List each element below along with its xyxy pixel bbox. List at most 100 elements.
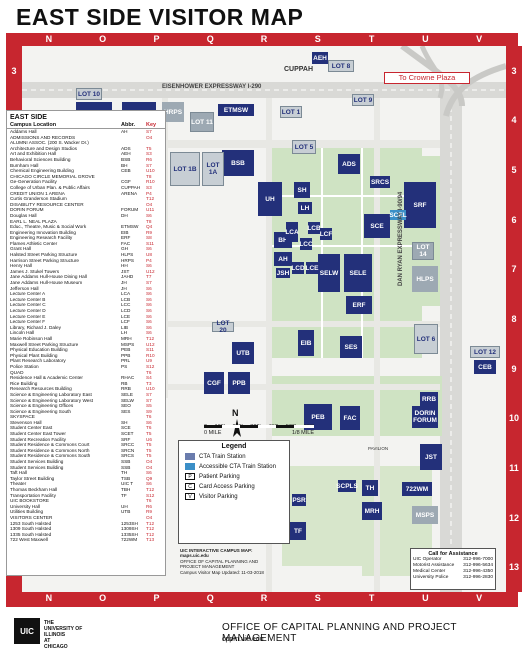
- building-jsh[interactable]: JSH: [276, 268, 290, 278]
- building-fac[interactable]: FAC: [340, 406, 360, 430]
- building-scel[interactable]: SCEL: [389, 210, 407, 220]
- lot-1a[interactable]: LOT 1A: [202, 152, 224, 186]
- building-sele[interactable]: SELE: [344, 254, 372, 292]
- office-url[interactable]: cppm.uic.edu: [222, 636, 264, 643]
- building-scpls[interactable]: SCPLS: [336, 480, 358, 492]
- index-row[interactable]: ALUMNI ASSOC. (200 S. Wacker Dr.): [7, 140, 165, 146]
- building-ses[interactable]: SES: [340, 336, 362, 358]
- building-srcs[interactable]: SRCS: [370, 176, 390, 188]
- lot-14[interactable]: LOT 14: [412, 242, 434, 260]
- crowne-plaza-callout[interactable]: To Crowne Plaza: [384, 72, 470, 84]
- building-sh[interactable]: SH: [294, 182, 310, 198]
- building-lh[interactable]: LH: [298, 202, 312, 214]
- building-srf[interactable]: SRF: [404, 182, 436, 228]
- building-selw[interactable]: SELW: [318, 254, 340, 292]
- building-aeh[interactable]: AEH: [312, 52, 328, 64]
- building-dorin-forum[interactable]: DORIN FORUM: [412, 406, 438, 428]
- building-etmsw[interactable]: ETMSW: [218, 104, 254, 116]
- building-lcc[interactable]: LCC: [299, 238, 313, 250]
- building-ads[interactable]: ADS: [338, 154, 360, 174]
- building-lcd[interactable]: LCD: [291, 262, 305, 274]
- building-ah[interactable]: AH: [274, 252, 292, 266]
- building-jst[interactable]: JST: [420, 444, 442, 470]
- building-hlps[interactable]: HLPS: [412, 266, 438, 292]
- lot-1[interactable]: LOT 1: [280, 106, 302, 118]
- lot-5[interactable]: LOT 5: [292, 140, 316, 154]
- building-uh[interactable]: UH: [258, 182, 282, 216]
- lot-8[interactable]: LOT 8: [328, 60, 354, 72]
- lot-11[interactable]: LOT 11: [190, 112, 214, 132]
- building-psr[interactable]: PSR: [292, 494, 306, 506]
- building-lcf[interactable]: LCF: [320, 228, 332, 240]
- building-ppb[interactable]: PPB: [228, 372, 250, 394]
- building-lcb[interactable]: LCB: [307, 222, 321, 234]
- building-erf[interactable]: ERF: [346, 296, 372, 314]
- building-lce[interactable]: LCE: [306, 262, 319, 274]
- building-sce[interactable]: SCE: [364, 214, 390, 238]
- building-722wm[interactable]: 722WM: [402, 482, 432, 496]
- lot-20[interactable]: LOT 20: [212, 320, 234, 334]
- building-lca[interactable]: LCA: [285, 222, 299, 242]
- lot-9[interactable]: LOT 9: [352, 94, 374, 106]
